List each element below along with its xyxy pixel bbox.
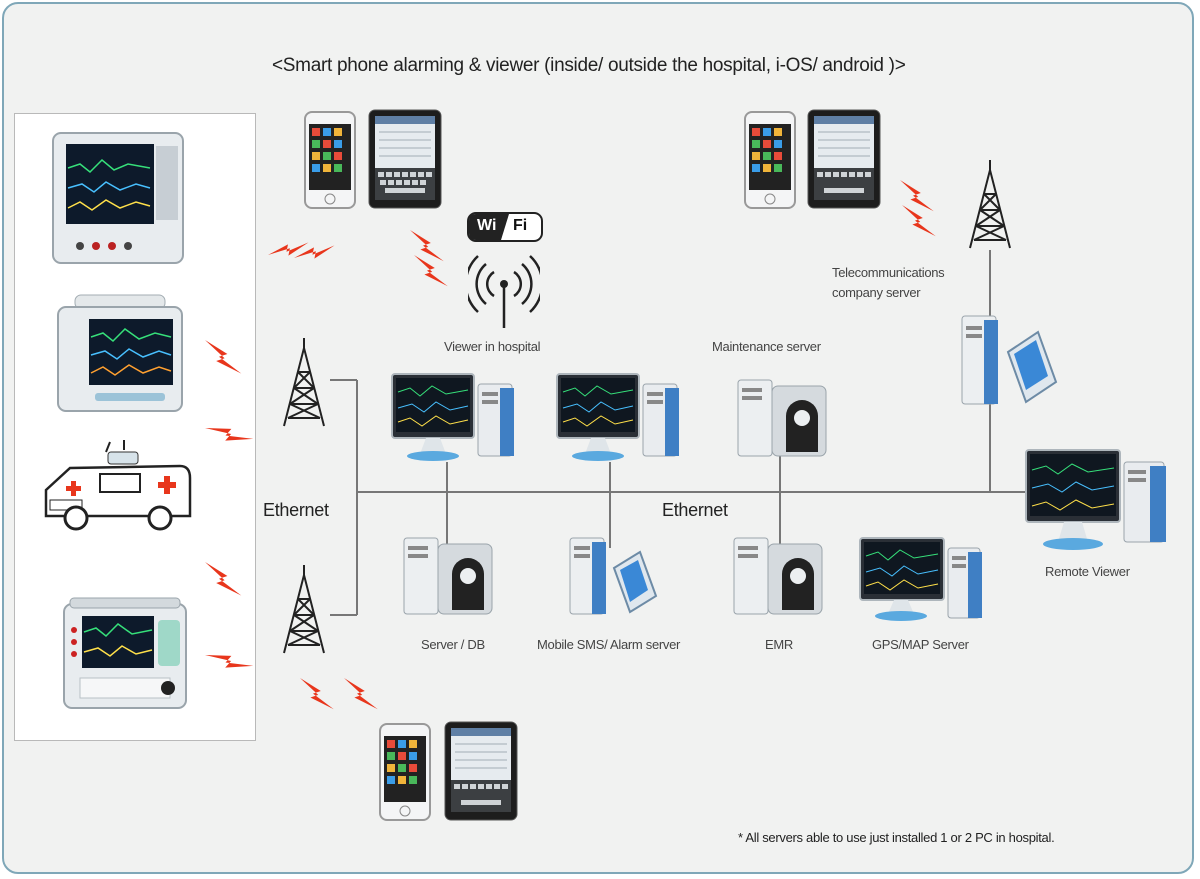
mobile-sms-server-icon (569, 537, 658, 615)
ethernet-center-label: Ethernet (662, 500, 728, 520)
footnote: * All servers able to use just installed… (738, 830, 1055, 845)
signal-bolt-icon (268, 227, 309, 270)
emr-label: EMR (765, 637, 793, 652)
wifi-badge-right: Fi (513, 217, 528, 234)
viewer-in-hospital-label: Viewer in hospital (444, 339, 541, 354)
wifi-antenna-icon (468, 255, 540, 328)
server-db-label: Server / DB (421, 637, 485, 652)
ambulance-icon (44, 440, 192, 531)
maintenance-server-label: Maintenance server (712, 339, 821, 354)
gps-map-server-label: GPS/MAP Server (872, 637, 969, 652)
viewer-workstation-icon (556, 373, 679, 461)
tablet-icon (368, 109, 442, 209)
maintenance-server-icon (737, 379, 827, 457)
wifi-badge-left: Wi (477, 217, 497, 234)
defibrillator-icon (63, 597, 187, 709)
radio-tower-icon (283, 338, 325, 427)
smartphone-icon (304, 111, 356, 209)
telecom-server-icon (961, 315, 1058, 405)
patient-monitor-2-icon (57, 294, 183, 412)
patient-monitor-1-icon (52, 132, 184, 264)
telecom-server-label-line2: company server (832, 285, 921, 300)
gps-map-server-icon (859, 537, 982, 621)
telecom-server-label-line1: Telecommunications (832, 265, 945, 280)
remote-viewer-icon (1025, 449, 1166, 550)
diagram-title: <Smart phone alarming & viewer (inside/ … (272, 55, 906, 76)
viewer-workstation-icon (391, 373, 514, 461)
tablet-icon (444, 721, 518, 821)
radio-tower-icon (283, 565, 325, 654)
ethernet-left-label: Ethernet (263, 500, 329, 520)
wifi-badge: Wi Fi (467, 212, 543, 242)
server-db-icon (403, 537, 493, 615)
radio-tower-icon (969, 160, 1011, 249)
remote-viewer-label: Remote Viewer (1045, 564, 1130, 579)
smartphone-icon (744, 111, 796, 209)
mobile-sms-server-label: Mobile SMS/ Alarm server (537, 637, 681, 652)
emr-server-icon (733, 537, 823, 615)
smartphone-icon (379, 723, 431, 821)
tablet-icon (807, 109, 881, 209)
signal-bolt-icon (294, 230, 335, 273)
